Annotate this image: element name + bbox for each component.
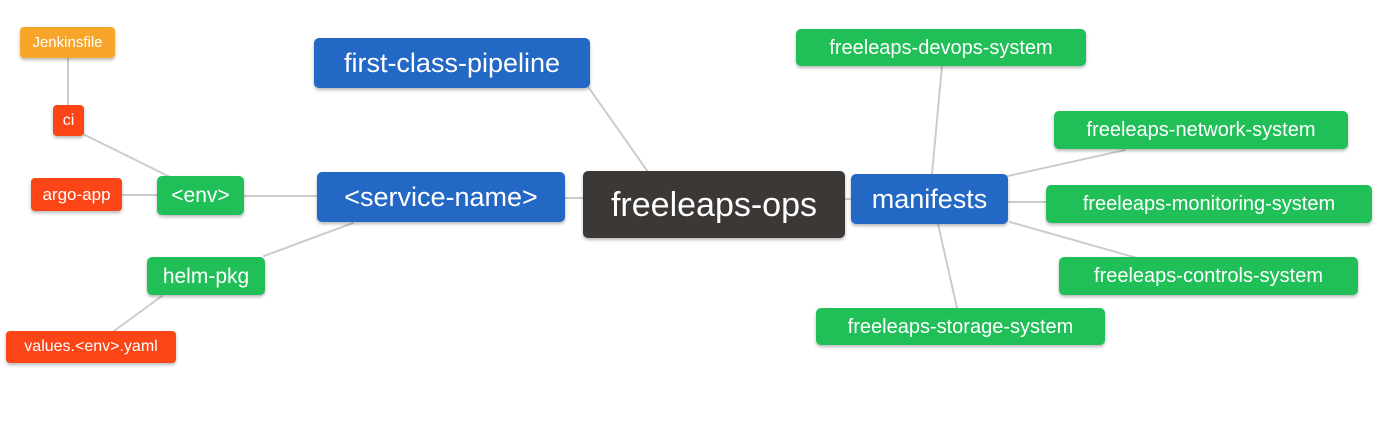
- edge-ci-env: [82, 133, 171, 178]
- edge-manifests-freeleaps-storage-system: [937, 223, 958, 309]
- edge-first-class-pipeline-freeleaps-ops: [588, 87, 649, 173]
- node-freeleaps-network-system[interactable]: freeleaps-network-system: [1054, 111, 1348, 149]
- edge-helm-pkg-service-name: [263, 222, 354, 257]
- node-first-class-pipeline[interactable]: first-class-pipeline: [314, 38, 590, 88]
- node-freeleaps-monitoring-system[interactable]: freeleaps-monitoring-system: [1046, 185, 1372, 223]
- node-manifests[interactable]: manifests: [851, 174, 1008, 224]
- node-freeleaps-devops-system[interactable]: freeleaps-devops-system: [796, 29, 1086, 66]
- edge-manifests-freeleaps-controls-system: [1009, 221, 1138, 259]
- node-freeleaps-controls-system[interactable]: freeleaps-controls-system: [1059, 257, 1358, 295]
- node-jenkinsfile[interactable]: Jenkinsfile: [20, 27, 115, 58]
- edge-manifests-freeleaps-network-system: [1007, 149, 1126, 177]
- node-freeleaps-ops[interactable]: freeleaps-ops: [583, 171, 845, 238]
- node-helm-pkg[interactable]: helm-pkg: [147, 257, 265, 295]
- node-values-env-yaml[interactable]: values.<env>.yaml: [6, 331, 176, 363]
- edge-manifests-freeleaps-devops-system: [931, 65, 943, 175]
- edge-values-env-yaml-helm-pkg: [113, 295, 163, 332]
- node-ci[interactable]: ci: [53, 105, 84, 136]
- node-argo-app[interactable]: argo-app: [31, 178, 122, 211]
- node-service-name[interactable]: <service-name>: [317, 172, 565, 222]
- node-freeleaps-storage-system[interactable]: freeleaps-storage-system: [816, 308, 1105, 345]
- node-env[interactable]: <env>: [157, 176, 244, 215]
